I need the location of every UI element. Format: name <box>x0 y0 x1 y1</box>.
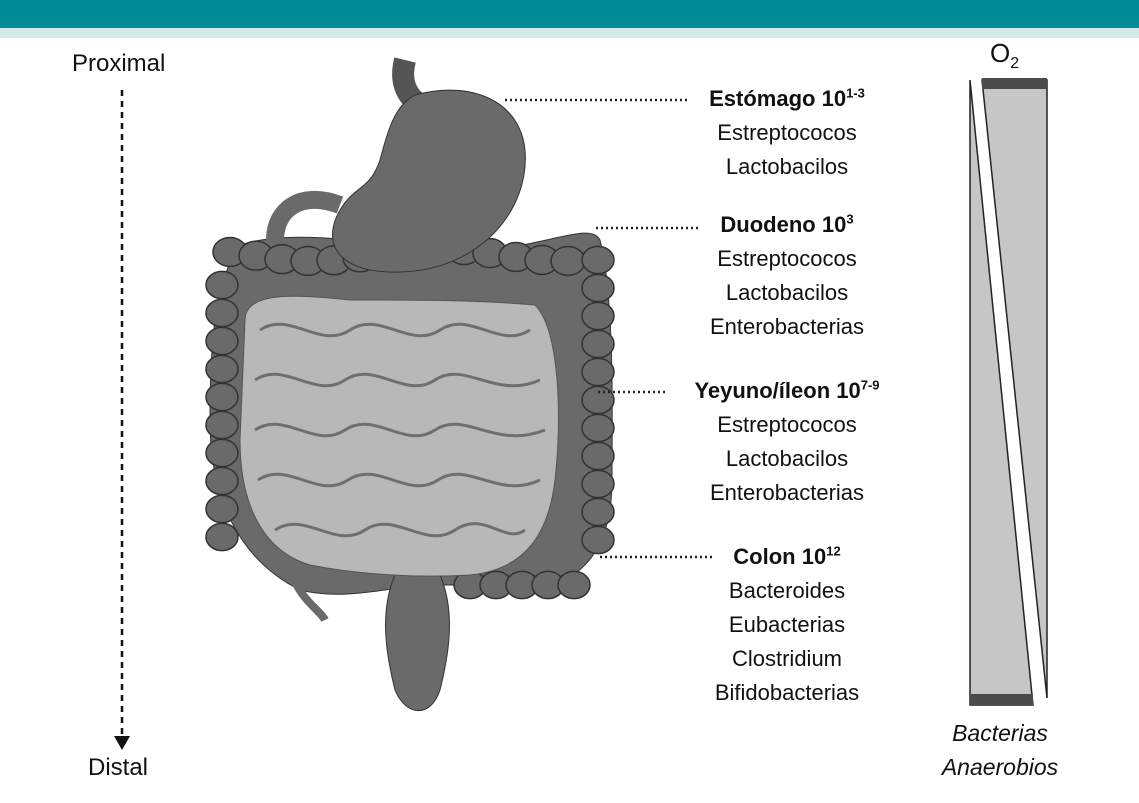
bacteria-item: Bacteroides <box>637 574 937 608</box>
oxygen-label: O2 <box>990 38 1019 73</box>
bacteria-item: Enterobacterias <box>637 310 937 344</box>
region-colon: Colon 1012 Bacteroides Eubacterias Clost… <box>637 540 937 710</box>
bacteria-item: Lactobacilos <box>637 150 937 184</box>
region-title: Estómago 101-3 <box>637 82 937 116</box>
bacteria-item: Lactobacilos <box>637 442 937 476</box>
bacteria-item: Clostridium <box>637 642 937 676</box>
region-estomago: Estómago 101-3 Estreptococos Lactobacilo… <box>637 82 937 184</box>
bacteria-item: Enterobacterias <box>637 476 937 510</box>
anaerobe-cap <box>970 694 1033 705</box>
anaerobic-bacteria-label: Bacterias Anaerobios <box>930 716 1070 784</box>
region-yeyuno-ileon: Yeyuno/íleon 107-9 Estreptococos Lactoba… <box>637 374 937 510</box>
dashed-down-arrow-icon <box>114 90 130 750</box>
bacteria-item: Estreptococos <box>637 116 937 150</box>
region-title: Duodeno 103 <box>637 208 937 242</box>
region-title: Yeyuno/íleon 107-9 <box>637 374 937 408</box>
bacteria-item: Estreptococos <box>637 242 937 276</box>
bacteria-item: Lactobacilos <box>637 276 937 310</box>
bacteria-item: Estreptococos <box>637 408 937 442</box>
region-title: Colon 1012 <box>637 540 937 574</box>
gradient-indicator <box>970 78 1047 705</box>
region-duodeno: Duodeno 103 Estreptococos Lactobacilos E… <box>637 208 937 344</box>
oxygen-cap <box>982 78 1047 89</box>
bacteria-item: Eubacterias <box>637 608 937 642</box>
bacteria-item: Bifidobacterias <box>637 676 937 710</box>
small-intestine-illustration <box>240 296 558 576</box>
